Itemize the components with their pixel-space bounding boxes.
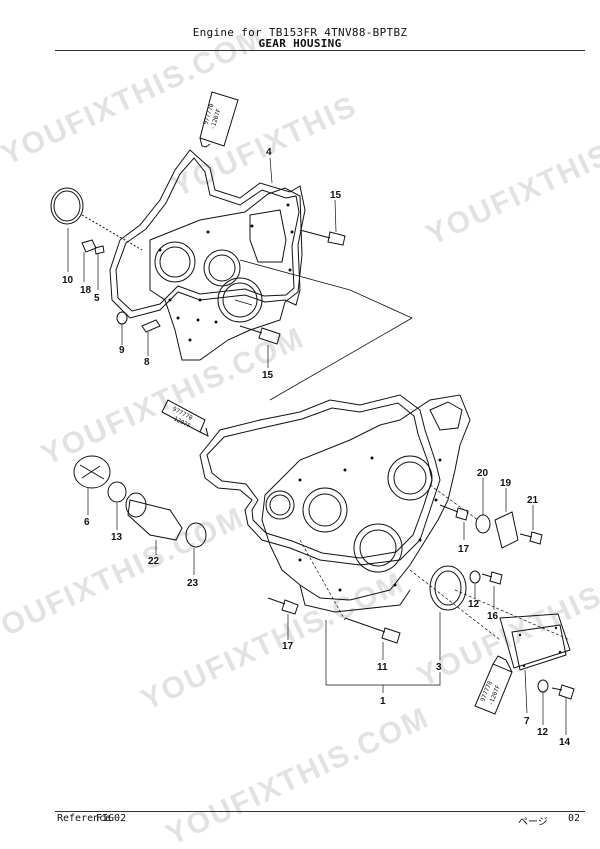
footer-page-label: ページ <box>518 817 548 828</box>
o-ring-13 <box>107 481 127 503</box>
filler-tube-22 <box>127 499 183 541</box>
lower-gasket <box>199 394 441 566</box>
callout-3: 3 <box>436 662 442 673</box>
bolt-17-left <box>267 597 299 615</box>
housing-opening <box>302 487 348 533</box>
cover-gasket-7 <box>499 613 571 669</box>
washer-12 <box>469 570 481 584</box>
housing-opening <box>387 455 433 501</box>
bolt-15-top <box>299 229 346 246</box>
callout-21: 21 <box>527 495 539 506</box>
callout-17: 17 <box>282 641 294 652</box>
dowel-pin-8 <box>141 319 161 333</box>
cover-plate-19 <box>494 511 519 549</box>
section-title: GEAR HOUSING <box>258 37 342 50</box>
callout-7: 7 <box>524 716 530 727</box>
gear-housing-body <box>261 394 471 601</box>
sealant-tube-top <box>199 91 239 147</box>
callout-5: 5 <box>94 293 100 304</box>
footer-page-number: 02 <box>568 813 581 824</box>
upper-gasket-outline <box>109 149 306 319</box>
callout-15: 15 <box>262 370 274 381</box>
callout-19: 19 <box>500 478 512 489</box>
callout-10: 10 <box>62 275 74 286</box>
o-ring-23 <box>185 522 207 548</box>
housing-opening <box>353 523 403 573</box>
footer-figure-code: FIG02 <box>96 813 127 824</box>
cover-7 <box>511 624 567 671</box>
sealant-tube-middle <box>161 399 206 433</box>
engine-model-heading: Engine for TB153FR 4TNV88-BPTBZ <box>192 26 408 39</box>
o-ring-10 <box>50 187 84 225</box>
header-rule <box>55 50 585 51</box>
pin-5 <box>94 245 105 255</box>
o-ring-9 <box>116 311 128 325</box>
bolt-15-bottom <box>239 325 281 345</box>
housing-opening <box>265 490 295 520</box>
washer-12-lower <box>537 679 549 693</box>
callout-22: 22 <box>148 556 160 567</box>
upper-gasket-inner <box>115 157 300 312</box>
callout-1: 1 <box>380 696 386 707</box>
callout-20: 20 <box>477 468 489 479</box>
footer-reference-label: Reference <box>57 813 112 824</box>
callout-9: 9 <box>119 345 125 356</box>
fitting-18 <box>81 239 97 253</box>
o-ring-20 <box>475 514 491 534</box>
plate-opening <box>203 249 241 287</box>
bolt-16 <box>481 571 503 585</box>
callout-18: 18 <box>80 285 92 296</box>
callout-15: 15 <box>330 190 342 201</box>
callout-11: 11 <box>377 662 388 673</box>
callout-14: 14 <box>559 737 571 748</box>
footer-rule <box>55 811 585 812</box>
callout-16: 16 <box>487 611 499 622</box>
front-plate <box>149 187 303 361</box>
bolt-14 <box>551 684 575 700</box>
filler-cap-6 <box>73 455 111 489</box>
callout-4: 4 <box>266 147 272 158</box>
bolt-11 <box>344 617 401 644</box>
callout-23: 23 <box>187 578 199 589</box>
oil-seal-3 <box>429 565 467 611</box>
bolt-21 <box>519 531 543 545</box>
callout-12: 12 <box>468 599 480 610</box>
plate-opening <box>154 241 196 283</box>
plate-opening <box>217 277 263 323</box>
callout-13: 13 <box>111 532 123 543</box>
callout-17: 17 <box>458 544 470 555</box>
callout-8: 8 <box>144 357 150 368</box>
callout-12: 12 <box>537 727 549 738</box>
callout-6: 6 <box>84 517 90 528</box>
